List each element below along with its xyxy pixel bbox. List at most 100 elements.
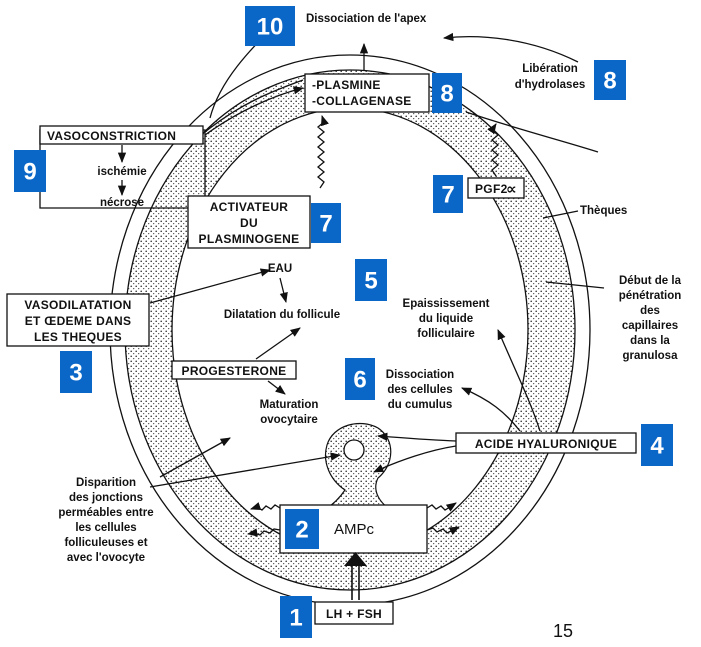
vasoconstriction-label: VASOCONSTRICTION	[47, 129, 176, 143]
liberation-label-1: Libération	[522, 63, 578, 75]
page-number: 15	[553, 621, 573, 641]
progesterone-box	[171, 360, 297, 380]
arrow-vasodil-eau	[149, 268, 272, 304]
arrow-disparition-oocyte	[149, 452, 342, 488]
svg-text:10: 10	[257, 14, 284, 41]
maturation-label-2: ovocytaire	[260, 414, 318, 426]
pgf-box	[467, 177, 525, 199]
disparition-label-3: perméables entre	[58, 507, 153, 519]
disparition-label-1: Disparition	[76, 477, 136, 489]
epaiss-label-3: folliculaire	[417, 328, 475, 340]
activateur-label-2: DU	[240, 216, 258, 230]
badge-8-hydrolases: 8	[594, 60, 626, 100]
plasmine-label: -PLASMINE	[312, 78, 381, 92]
penetration-label-2: pénétration	[619, 290, 682, 302]
svg-text:5: 5	[364, 268, 377, 295]
pgf-label: PGF2	[475, 182, 508, 196]
badge-2: 2	[285, 509, 319, 549]
arrow-acide-epaiss	[497, 329, 541, 432]
acide-label: ACIDE HYALURONIQUE	[475, 437, 617, 451]
plasmine-box	[304, 73, 430, 113]
eau-label: EAU	[268, 263, 292, 275]
progesterone-label: PROGESTERONE	[182, 364, 287, 378]
dissociation-label-3: du cumulus	[388, 399, 453, 411]
activateur-label-3: PLASMINOGENE	[199, 232, 300, 246]
disparition-label-5: folliculeuses et	[64, 537, 147, 549]
double-arrow-head	[344, 552, 367, 566]
penetration-label-4: capillaires	[622, 320, 678, 332]
vasodilatation-box	[6, 293, 150, 347]
svg-text:4: 4	[650, 433, 664, 460]
disparition-label-4: les cellules	[75, 522, 136, 534]
vasodil-label-3: LES THEQUES	[34, 330, 122, 344]
badge-4: 4	[641, 424, 673, 466]
badge-10: 10	[245, 6, 295, 46]
line-hydrolases-theca	[465, 111, 599, 153]
arc-vaso-plasmine-2	[204, 79, 304, 133]
disparition-label-2: des jonctions	[69, 492, 143, 504]
badge-5: 5	[355, 259, 387, 301]
dilatation-label: Dilatation du follicule	[224, 309, 340, 321]
wavy-arrow-pgf-hydrolases	[487, 123, 500, 177]
arrow-disparition-granulosa	[159, 437, 231, 478]
badge-8-plasmine: 8	[432, 73, 462, 113]
acide-box	[455, 432, 637, 454]
disparition-label-6: avec l'ovocyte	[67, 552, 145, 564]
svg-text:8: 8	[440, 81, 453, 108]
epaiss-label-2: du liquide	[419, 313, 473, 325]
svg-text:6: 6	[353, 367, 366, 394]
arrow-acide-dissociation	[461, 387, 521, 432]
svg-text:9: 9	[23, 159, 36, 186]
arrow-prog-maturation	[267, 380, 286, 395]
activateur-label-1: ACTIVATEUR	[210, 200, 289, 214]
wavy-ampc-left-2	[246, 528, 281, 537]
dissociation-label-2: des cellules	[387, 384, 452, 396]
svg-text:3: 3	[69, 360, 82, 387]
arrow-acide-cumulus-2	[373, 445, 457, 473]
oocyte	[343, 439, 365, 461]
lh-fsh-box	[314, 601, 394, 625]
badge-7-activateur: 7	[311, 203, 341, 243]
vasodil-label-2: ET ŒDEME DANS	[25, 314, 132, 328]
liberation-label-2: d'hydrolases	[515, 79, 585, 91]
arrow-vaso-plasmine	[204, 86, 305, 136]
lh-fsh-label: LH + FSH	[326, 607, 382, 621]
svg-text:7: 7	[319, 211, 332, 238]
penetration-label-5: dans la	[630, 335, 670, 347]
vasodil-label-1: VASODILATATION	[24, 298, 131, 312]
wavy-arrow-activateur-plasmine	[316, 115, 329, 189]
pointer-theques	[542, 210, 579, 219]
badge-6: 6	[345, 358, 375, 400]
theques-label: Thèques	[580, 205, 627, 217]
arrow-prog-dilatation	[255, 327, 301, 360]
badge-9: 9	[14, 150, 46, 192]
arrow-eau-dilatation	[279, 277, 288, 304]
activateur-box	[187, 195, 311, 249]
arrow-acide-cumulus	[376, 432, 457, 442]
pointer-penetration	[545, 281, 605, 289]
pgf-alpha: ∝	[506, 181, 517, 198]
svg-text:8: 8	[603, 68, 616, 95]
svg-text:7: 7	[441, 182, 454, 209]
epaiss-label-1: Epaississement	[403, 298, 490, 310]
svg-text:1: 1	[289, 605, 302, 632]
penetration-label-3: des	[640, 305, 660, 317]
ischemie-label: ischémie	[97, 166, 146, 178]
dissociation-label-1: Dissociation	[386, 369, 454, 381]
apex-label: Dissociation de l'apex	[306, 13, 427, 25]
arrow-hydrolases-apex	[442, 32, 579, 63]
penetration-label-1: Début de la	[619, 275, 682, 287]
badge-3: 3	[60, 351, 92, 393]
penetration-label-6: granulosa	[623, 350, 679, 362]
collagenase-label: -COLLAGENASE	[312, 94, 412, 108]
necrose-label: nécrose	[100, 197, 144, 209]
badge-1: 1	[280, 596, 312, 638]
wavy-ampc-right-1	[426, 502, 457, 512]
maturation-label-1: Maturation	[260, 399, 319, 411]
ampc-label: AMPc	[334, 521, 375, 538]
wavy-ampc-right-2	[426, 526, 460, 535]
vasoconstriction-title-box	[39, 125, 204, 145]
wavy-ampc-left-1	[250, 502, 281, 511]
